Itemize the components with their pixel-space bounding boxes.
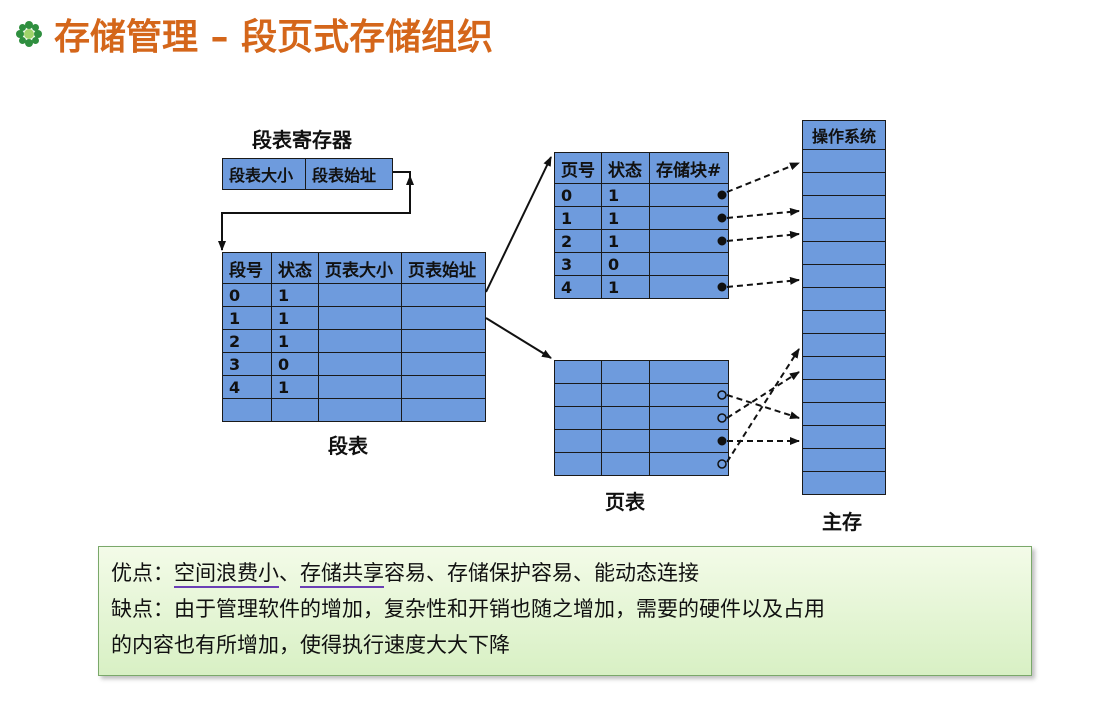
pt1-row-0-no: 0 [554,183,602,207]
disadvantages-line-1: 缺点：由于管理软件的增加，复杂性和开销也随之增加，需要的硬件以及占用 [111,591,1019,627]
memory-block [802,218,886,242]
seg-header-no: 段号 [222,252,272,284]
pt1-row-2-no: 2 [554,229,602,253]
seg-row-2-no: 2 [222,329,272,353]
seg-row-1-no: 1 [222,306,272,330]
pt2-row-2-a [554,406,602,430]
seg-row-5-no [222,398,272,422]
seg-register-start: 段表始址 [305,158,393,190]
advantage-space-efficient: 空间浪费小 [174,561,279,588]
pt2-row-1-a [554,383,602,407]
seg-row-1-start [401,306,486,330]
pt2-row-0-b [601,360,650,384]
flower-bullet-icon [16,21,42,47]
memory-block [802,356,886,380]
pointer-dots [717,190,727,469]
seg-header-status: 状态 [271,252,319,284]
pt1-row-2-status: 1 [601,229,650,253]
seg-row-2-start [401,329,486,353]
pt2-row-3-b [601,429,650,453]
seg-row-3-size [318,352,402,376]
disadvantages-text-1: 由于管理软件的增加，复杂性和开销也随之增加，需要的硬件以及占用 [174,597,825,621]
pt1-row-3-no: 3 [554,252,602,276]
seg-register-label: 段表寄存器 [252,128,352,152]
pt1-row-4-block [649,275,729,299]
advantages-label: 优点： [111,561,174,585]
advantage-sharing: 存储共享 [300,561,384,588]
seg-row-5-status [271,398,319,422]
pt1-row-0-status: 1 [601,183,650,207]
advantage-separator: 、 [279,561,300,585]
mapping-arrows [726,162,800,463]
seg-row-0-no: 0 [222,283,272,307]
pt2-row-4-c [649,452,729,476]
advantages-line: 优点：空间浪费小、存储共享容易、存储保护容易、能动态连接 [111,555,1019,591]
segment-to-pagetable-arrows [485,156,552,359]
disadvantages-line-2: 的内容也有所增加，使得执行速度大大下降 [111,633,510,657]
pt2-row-0-c [649,360,729,384]
disadvantages-label: 缺点： [111,597,174,621]
memory-block [802,471,886,495]
pt2-row-1-b [601,383,650,407]
memory-block [802,149,886,173]
title-bar: 存储管理 – 段页式存储组织 [12,10,493,58]
seg-row-3-no: 3 [222,352,272,376]
seg-header-pt-start: 页表始址 [401,252,486,284]
pt1-header-status: 状态 [601,152,650,184]
pt1-row-1-status: 1 [601,206,650,230]
pt2-row-0-a [554,360,602,384]
seg-row-5-size [318,398,402,422]
pt2-row-1-c [649,383,729,407]
pt1-row-3-block [649,252,729,276]
notes-box: 优点：空间浪费小、存储共享容易、存储保护容易、能动态连接 缺点：由于管理软件的增… [98,546,1032,676]
pt1-row-4-status: 1 [601,275,650,299]
seg-row-4-start [401,375,486,399]
memory-block [802,241,886,265]
main-memory-caption: 主存 [822,510,862,534]
pt1-row-4-no: 4 [554,275,602,299]
segment-table-caption: 段表 [328,434,368,458]
page-table-caption: 页表 [605,490,645,514]
advantages-rest: 容易、存储保护容易、能动态连接 [384,561,699,585]
pt1-row-0-block [649,183,729,207]
seg-row-5-start [401,398,486,422]
register-link-arrow [218,171,414,251]
seg-header-pt-size: 页表大小 [318,252,402,284]
memory-block [802,195,886,219]
pt1-row-3-status: 0 [601,252,650,276]
page-title: 存储管理 – 段页式存储组织 [54,17,494,58]
